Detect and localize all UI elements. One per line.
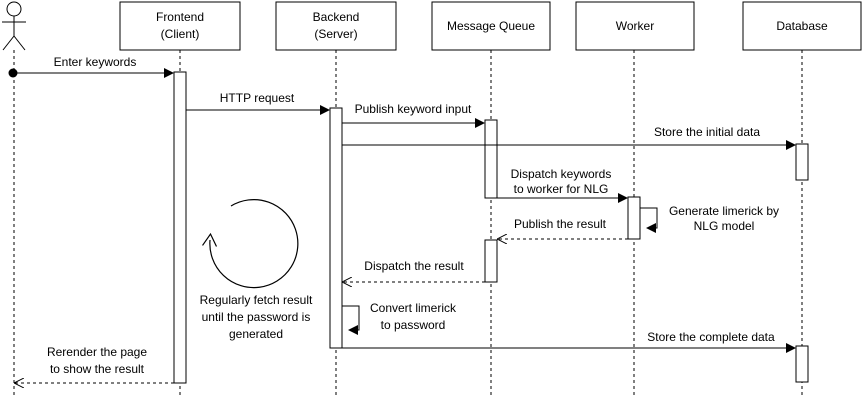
loop-arrow-icon <box>202 199 299 289</box>
frontend-label-line-1: Frontend <box>156 10 204 24</box>
backend-activation <box>329 107 343 349</box>
queue-activation-1 <box>484 119 498 199</box>
polling-note-line-3: generated <box>229 327 283 341</box>
message-publish-result: Publish the result <box>498 217 628 239</box>
queue-activation-2 <box>484 239 498 283</box>
generate-limerick-label-line-2: NLG model <box>694 219 755 233</box>
dispatch-keywords-label-line-2: to worker for NLG <box>514 182 609 196</box>
backend-label-line-2: (Server) <box>314 27 357 41</box>
message-publish-keyword-input: Publish keyword input <box>342 102 485 128</box>
user-actor-icon <box>2 1 26 51</box>
message-rerender-page: Rerender the page to show the result <box>15 345 174 383</box>
queue-participant: Message Queue <box>431 1 551 51</box>
database-activation-1 <box>795 143 809 181</box>
message-dispatch-result: Dispatch the result <box>343 259 485 282</box>
rerender-label-line-2: to show the result <box>50 362 145 376</box>
worker-label: Worker <box>616 19 654 33</box>
frontend-activation <box>173 71 187 384</box>
backend-label-line-1: Backend <box>313 10 360 24</box>
store-initial-label: Store the initial data <box>654 125 760 139</box>
generate-limerick-label-line-1: Generate limerick by <box>669 204 779 218</box>
worker-participant: Worker <box>575 1 695 51</box>
enter-keywords-label: Enter keywords <box>54 55 137 69</box>
dispatch-keywords-label-line-1: Dispatch keywords <box>511 167 612 181</box>
publish-keyword-input-label: Publish keyword input <box>355 102 472 116</box>
dispatch-result-label: Dispatch the result <box>364 259 464 273</box>
polling-note-line-2: until the password is <box>202 310 311 324</box>
http-request-label: HTTP request <box>220 91 295 105</box>
message-enter-keywords: Enter keywords <box>8 55 174 78</box>
frontend-label-line-2: (Client) <box>161 27 200 41</box>
polling-loop-note: Regularly fetch result until the passwor… <box>200 199 313 341</box>
database-label: Database <box>776 19 828 33</box>
message-generate-limerick: Generate limerick by NLG model <box>640 204 779 233</box>
convert-limerick-label-line-2: to password <box>381 318 446 332</box>
database-participant: Database <box>742 1 862 51</box>
store-complete-label: Store the complete data <box>647 330 775 344</box>
backend-participant: Backend (Server) <box>275 1 397 51</box>
message-convert-limerick: Convert limerick to password <box>342 301 457 335</box>
message-dispatch-keywords: Dispatch keywords to worker for NLG <box>497 167 628 203</box>
frontend-participant: Frontend (Client) <box>119 1 241 51</box>
message-store-initial-data: Store the initial data <box>342 125 796 150</box>
convert-limerick-label-line-1: Convert limerick <box>370 301 457 315</box>
queue-label: Message Queue <box>447 19 535 33</box>
rerender-label-line-1: Rerender the page <box>47 345 147 359</box>
polling-note-line-1: Regularly fetch result <box>200 293 313 307</box>
message-store-complete-data: Store the complete data <box>342 330 796 353</box>
publish-result-label: Publish the result <box>514 217 607 231</box>
database-activation-2 <box>795 345 809 383</box>
worker-activation <box>627 196 641 240</box>
message-http-request: HTTP request <box>186 91 330 115</box>
